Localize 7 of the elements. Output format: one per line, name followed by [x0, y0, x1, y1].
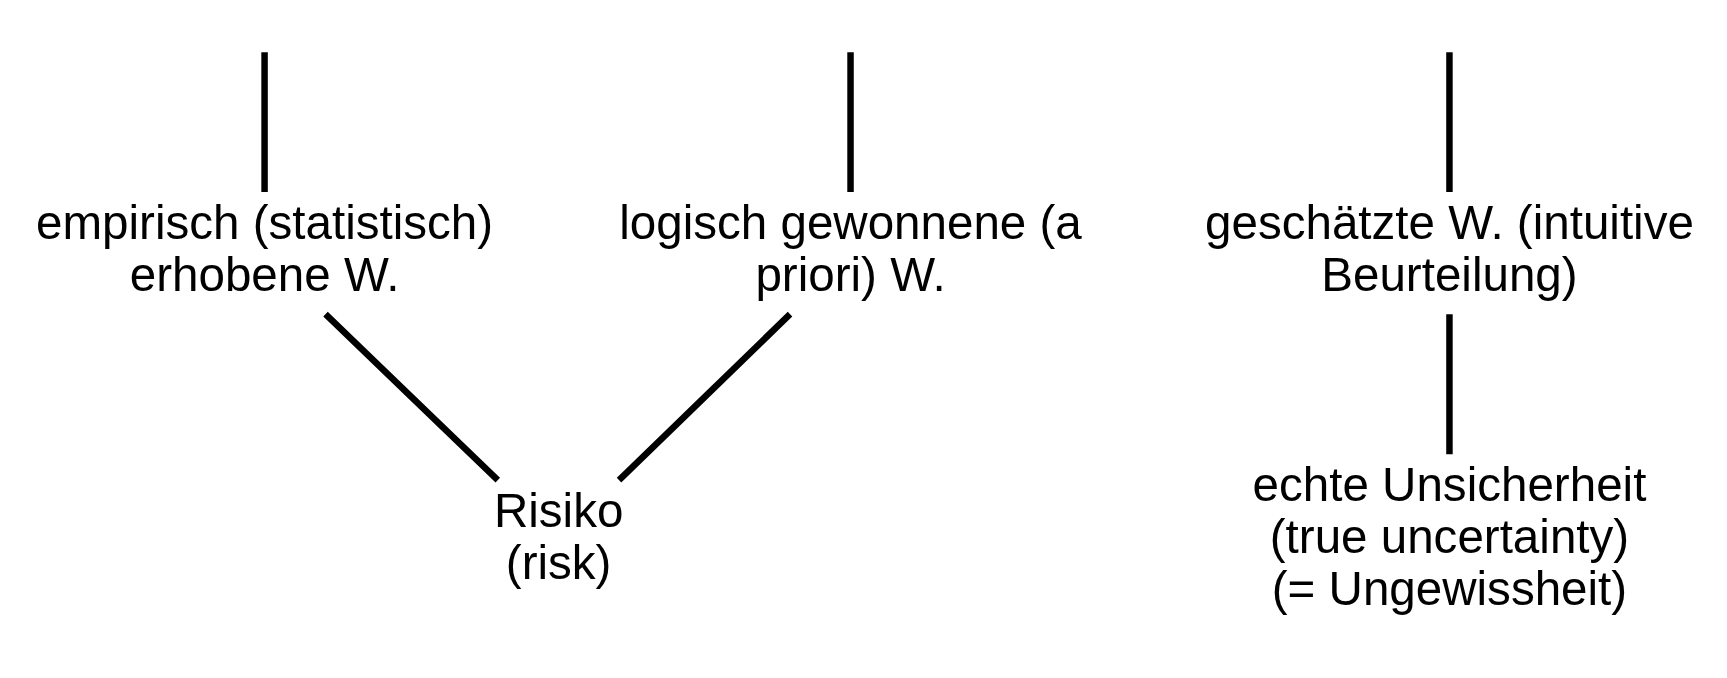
node-text: geschätzte W. (intuitive Beurteilung) [1205, 196, 1694, 302]
node-text: empirisch (statistisch) erhobene W. [36, 196, 494, 302]
node-text: logisch gewonnene (a priori) W. [619, 196, 1082, 302]
node-text: echte Unsicherheit (true uncertainty) (= Ungewissheit) [1252, 458, 1647, 615]
node-text: Risiko (risk) [493, 484, 624, 589]
connector [616, 311, 793, 483]
connector [323, 311, 501, 483]
